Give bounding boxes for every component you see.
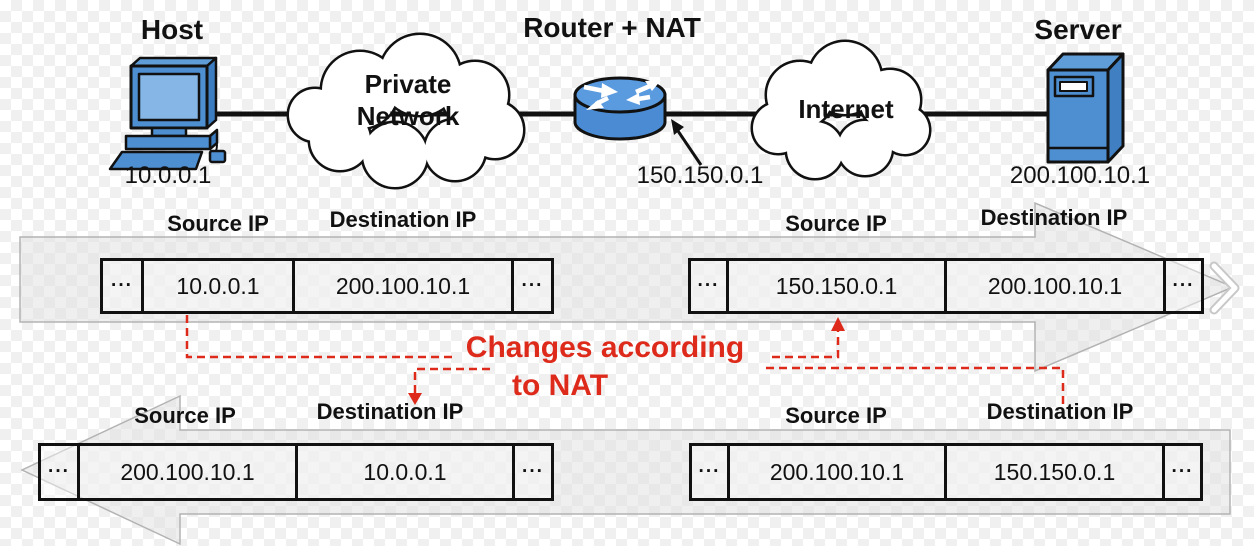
- request-flow-arrow: [19, 201, 1235, 373]
- internet-label: Internet: [798, 94, 894, 124]
- up-arrowhead: [831, 317, 845, 331]
- packet-cell-source-ip: 200.100.10.1: [77, 443, 298, 501]
- reply-flow-arrow: [20, 394, 1231, 546]
- packet-cell-ellipsis: ···: [511, 258, 554, 314]
- packet-cell-ellipsis: ···: [512, 443, 554, 501]
- packet-cell-ellipsis: ···: [38, 443, 80, 501]
- nat-connector-arrowheads: [408, 317, 845, 405]
- packet-header-source: Source IP: [785, 403, 887, 428]
- connector-from-source-ip: [185, 315, 455, 359]
- connector-to-reply-destination-right: [766, 366, 1065, 404]
- down-arrowhead: [408, 393, 422, 405]
- internet-cloud-fill: [753, 42, 929, 178]
- router-ip-pointer-arrow: [671, 119, 703, 166]
- packet-header-source: Source IP: [167, 211, 269, 236]
- continuation-chevron-icon: [1209, 261, 1240, 315]
- packet-cell-ellipsis: ···: [1162, 443, 1203, 501]
- router-icon: [573, 76, 667, 141]
- nat-change-note-line1: Changes according: [465, 331, 745, 364]
- host-ip-label: 10.0.0.1: [124, 162, 212, 189]
- packet-cell-source-ip: 150.150.0.1: [726, 258, 947, 314]
- host-title: Host: [140, 14, 204, 45]
- server-title: Server: [1034, 14, 1122, 45]
- private-network-label-line2: Network: [356, 101, 460, 131]
- packet-cell-destination-ip: 150.150.0.1: [944, 443, 1165, 501]
- host-computer-icon: [108, 56, 227, 171]
- packet-header-source: Source IP: [785, 211, 887, 236]
- packet-header-destination: Destination IP: [986, 399, 1134, 424]
- connector-to-translated-source: [772, 330, 840, 359]
- packet-cell-source-ip: 10.0.0.1: [141, 258, 295, 314]
- packet-cell-ellipsis: ···: [689, 443, 730, 501]
- server-icon: [1046, 52, 1125, 164]
- packet-header-source: Source IP: [134, 403, 236, 428]
- server-ip-label: 200.100.10.1: [1009, 162, 1151, 189]
- packet-cell-ellipsis: ···: [100, 258, 144, 314]
- private-network-label-line1: Private: [364, 69, 452, 99]
- packet-cell-destination-ip: 10.0.0.1: [295, 443, 515, 501]
- nat-change-note-line2: to NAT: [511, 369, 609, 402]
- router-title: Router + NAT: [523, 12, 701, 43]
- packet-header-destination: Destination IP: [316, 399, 464, 424]
- packet-header-destination: Destination IP: [980, 205, 1128, 230]
- packet-cell-ellipsis: ···: [1163, 258, 1204, 314]
- private-network-cloud-fill: [289, 35, 523, 187]
- router-ip-label: 150.150.0.1: [636, 162, 764, 189]
- packet-cell-ellipsis: ···: [688, 258, 729, 314]
- packet-cell-destination-ip: 200.100.10.1: [292, 258, 514, 314]
- packet-header-destination: Destination IP: [329, 207, 477, 232]
- packet-cell-destination-ip: 200.100.10.1: [944, 258, 1166, 314]
- packet-cell-source-ip: 200.100.10.1: [727, 443, 947, 501]
- connector-to-reply-destination-left: [413, 367, 490, 394]
- nat-translation-connectors: [185, 315, 1065, 404]
